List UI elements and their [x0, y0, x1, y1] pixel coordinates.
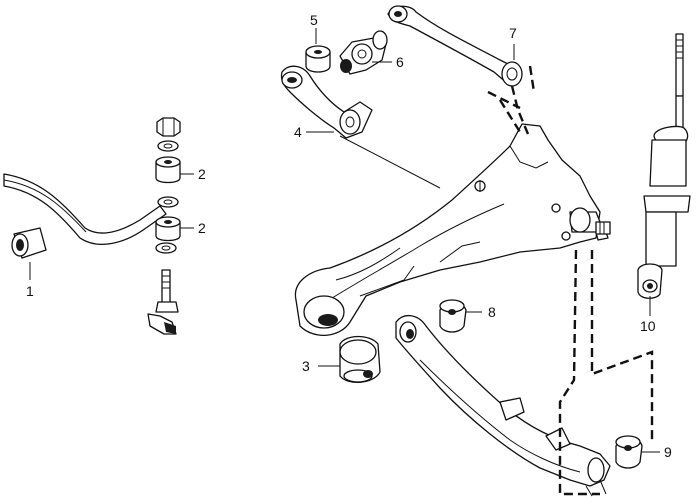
link-nut-top	[156, 117, 181, 137]
reference-line	[339, 135, 441, 189]
upper-arm-7	[387, 5, 523, 87]
bushing-9	[615, 435, 643, 469]
callout-6: 6	[396, 54, 404, 70]
callout-5: 5	[310, 12, 318, 28]
bushing-6	[339, 30, 388, 75]
control-arm-4	[280, 65, 373, 139]
shock-absorber-10	[637, 33, 691, 299]
link-bushing-lower	[155, 216, 181, 242]
callout-3: 3	[302, 358, 310, 374]
link-washer-bottom	[155, 242, 177, 254]
callout-leaders	[29, 28, 660, 453]
callout-9: 9	[664, 444, 672, 460]
link-bushing-upper	[155, 156, 181, 184]
assembly-dashed-lines	[487, 65, 654, 496]
bushing-3	[339, 335, 381, 383]
stabilizer-bushing	[11, 227, 47, 259]
callout-2-lower: 2	[198, 220, 206, 236]
link-washer-top	[157, 140, 179, 152]
trailing-arm	[294, 123, 611, 337]
link-washer-mid	[157, 196, 179, 208]
stabilizer-link-bolt	[147, 269, 179, 335]
bushing-8	[439, 299, 467, 333]
lower-arm	[395, 315, 611, 497]
callout-4: 4	[294, 124, 302, 140]
callout-10: 10	[640, 318, 656, 334]
callout-2-upper: 2	[198, 166, 206, 182]
callout-7: 7	[509, 25, 517, 41]
callout-1: 1	[26, 283, 34, 299]
stabilizer-bar	[3, 173, 167, 245]
bushing-5	[305, 45, 331, 73]
callout-8: 8	[488, 304, 496, 320]
